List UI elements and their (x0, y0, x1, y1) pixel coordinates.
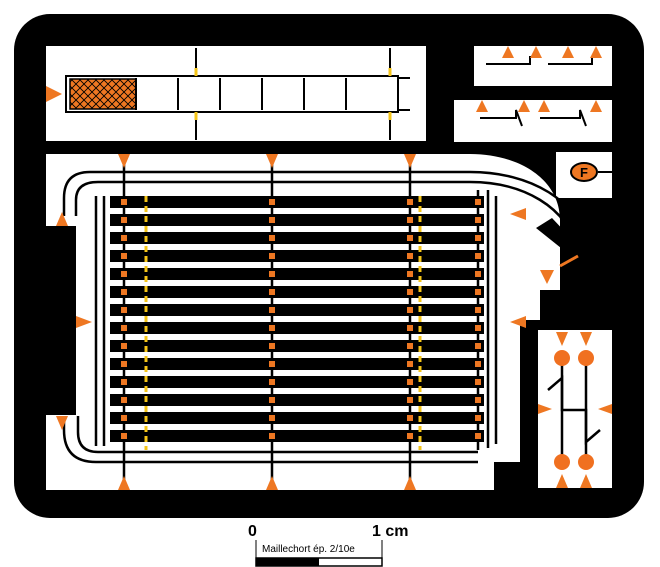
grille-bar (110, 250, 484, 262)
bar-end-marker (121, 289, 127, 295)
bar-end-marker (407, 343, 413, 349)
bar-end-marker (269, 271, 275, 277)
bar-end-marker (407, 235, 413, 241)
bar-end-marker (269, 379, 275, 385)
bar-end-marker (407, 397, 413, 403)
grille-bar (110, 376, 484, 388)
material-label: Maillechort ép. 2/10e (262, 544, 355, 555)
bar-end-marker (475, 433, 481, 439)
grille-bar (110, 268, 484, 280)
bar-end-marker (475, 289, 481, 295)
bar-end-marker (475, 343, 481, 349)
bar-end-marker (407, 415, 413, 421)
bar-end-marker (121, 415, 127, 421)
grille-bar (110, 394, 484, 406)
bar-end-marker (121, 325, 127, 331)
bar-end-marker (475, 361, 481, 367)
hinge-arm (536, 218, 584, 268)
bar-end-marker (269, 361, 275, 367)
bar-end-marker (407, 307, 413, 313)
bar-end-marker (475, 397, 481, 403)
grille-bar (110, 232, 484, 244)
bar-end-marker (269, 397, 275, 403)
grille-bar (110, 214, 484, 226)
label-plate: F (570, 162, 612, 182)
bar-end-marker (475, 217, 481, 223)
round-tab-part (538, 332, 612, 488)
main-attachment-gates (56, 154, 554, 490)
bar-end-marker (407, 217, 413, 223)
bar-end-marker (475, 271, 481, 277)
grille-bar (110, 322, 484, 334)
bar-end-marker (269, 325, 275, 331)
bar-end-marker (269, 415, 275, 421)
grille-bar (110, 286, 484, 298)
bar-end-marker (475, 235, 481, 241)
bar-end-marker (475, 253, 481, 259)
grille-bar (110, 340, 484, 352)
bar-end-marker (269, 307, 275, 313)
bar-end-marker (269, 433, 275, 439)
bar-end-marker (269, 343, 275, 349)
round-tab (554, 350, 570, 366)
bar-end-marker (407, 379, 413, 385)
bar-end-marker (121, 217, 127, 223)
bar-end-marker (121, 253, 127, 259)
bar-end-marker (475, 379, 481, 385)
bar-end-marker (121, 379, 127, 385)
bar-end-marker (475, 199, 481, 205)
grille-frame (62, 170, 592, 464)
grille-bar (110, 304, 484, 316)
bar-end-marker (475, 325, 481, 331)
bar-end-marker (121, 397, 127, 403)
bar-end-marker (407, 289, 413, 295)
bar-end-marker (121, 433, 127, 439)
scale-one-cm-label: 1 cm (372, 523, 409, 540)
bar-end-marker (121, 307, 127, 313)
attachment-gate (46, 86, 62, 102)
bar-end-marker (121, 235, 127, 241)
grille-bar (110, 196, 484, 208)
bar-end-marker (407, 271, 413, 277)
bar-end-marker (269, 199, 275, 205)
small-bracket-gates (476, 46, 602, 112)
bar-end-marker (121, 271, 127, 277)
plate-letter: F (580, 165, 588, 180)
scale-zero-label: 0 (248, 523, 257, 540)
bar-end-marker (121, 361, 127, 367)
small-brackets-upper (480, 56, 593, 127)
bar-end-marker (407, 253, 413, 259)
bar-end-markers (121, 199, 481, 439)
bar-end-marker (269, 235, 275, 241)
bar-end-marker (269, 289, 275, 295)
bar-end-marker (407, 433, 413, 439)
bar-end-marker (121, 343, 127, 349)
bar-end-marker (475, 307, 481, 313)
scale-bar (255, 540, 383, 567)
bar-end-marker (269, 217, 275, 223)
bar-end-marker (407, 199, 413, 205)
top-strip-part (46, 48, 410, 140)
bar-end-marker (407, 361, 413, 367)
grille-bar (110, 358, 484, 370)
bar-end-marker (475, 415, 481, 421)
bar-end-marker (121, 199, 127, 205)
bar-end-marker (269, 253, 275, 259)
grille-bar (110, 430, 484, 442)
grille-bars (110, 196, 484, 442)
bar-end-marker (407, 325, 413, 331)
grille-bar (110, 412, 484, 424)
